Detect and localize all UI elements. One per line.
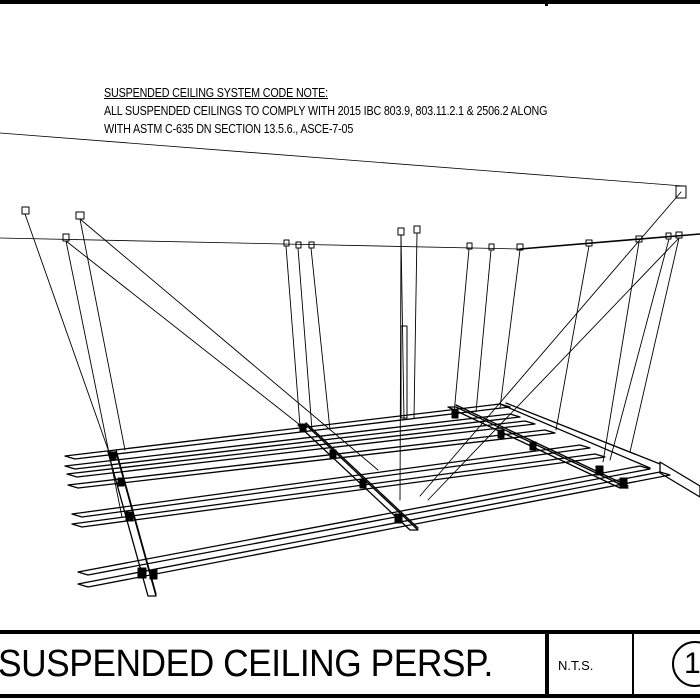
reference-lines <box>0 132 700 250</box>
drawing-title: SUSPENDED CEILING PERSP. <box>0 643 493 685</box>
title-block-divider-1 <box>545 630 549 698</box>
title-block: SUSPENDED CEILING PERSP. N.T.S. 1 <box>0 630 700 700</box>
title-block-bottom-border <box>0 694 700 698</box>
compression-post <box>400 325 408 419</box>
title-block-divider-2 <box>632 630 634 698</box>
sheet-number: 1 <box>684 647 700 680</box>
hanger-anchors <box>21 185 687 251</box>
ceiling-perspective-drawing <box>0 132 700 597</box>
main-runners <box>64 403 700 588</box>
scale-label: N.T.S. <box>558 658 594 673</box>
title-block-top-border <box>0 630 700 634</box>
code-note-line-1: ALL SUSPENDED CEILINGS TO COMPLY WITH 20… <box>104 104 548 118</box>
runner-intersection-clips <box>109 409 628 580</box>
code-note: SUSPENDED CEILING SYSTEM CODE NOTE: ALL … <box>104 84 611 138</box>
code-note-line-2: WITH ASTM C-635 DN SECTION 13.5.6., ASCE… <box>104 122 354 136</box>
sheet-frame-top-divider <box>545 0 548 6</box>
code-note-heading: SUSPENDED CEILING SYSTEM CODE NOTE: <box>104 86 328 100</box>
sheet-frame-top-border <box>0 0 700 4</box>
